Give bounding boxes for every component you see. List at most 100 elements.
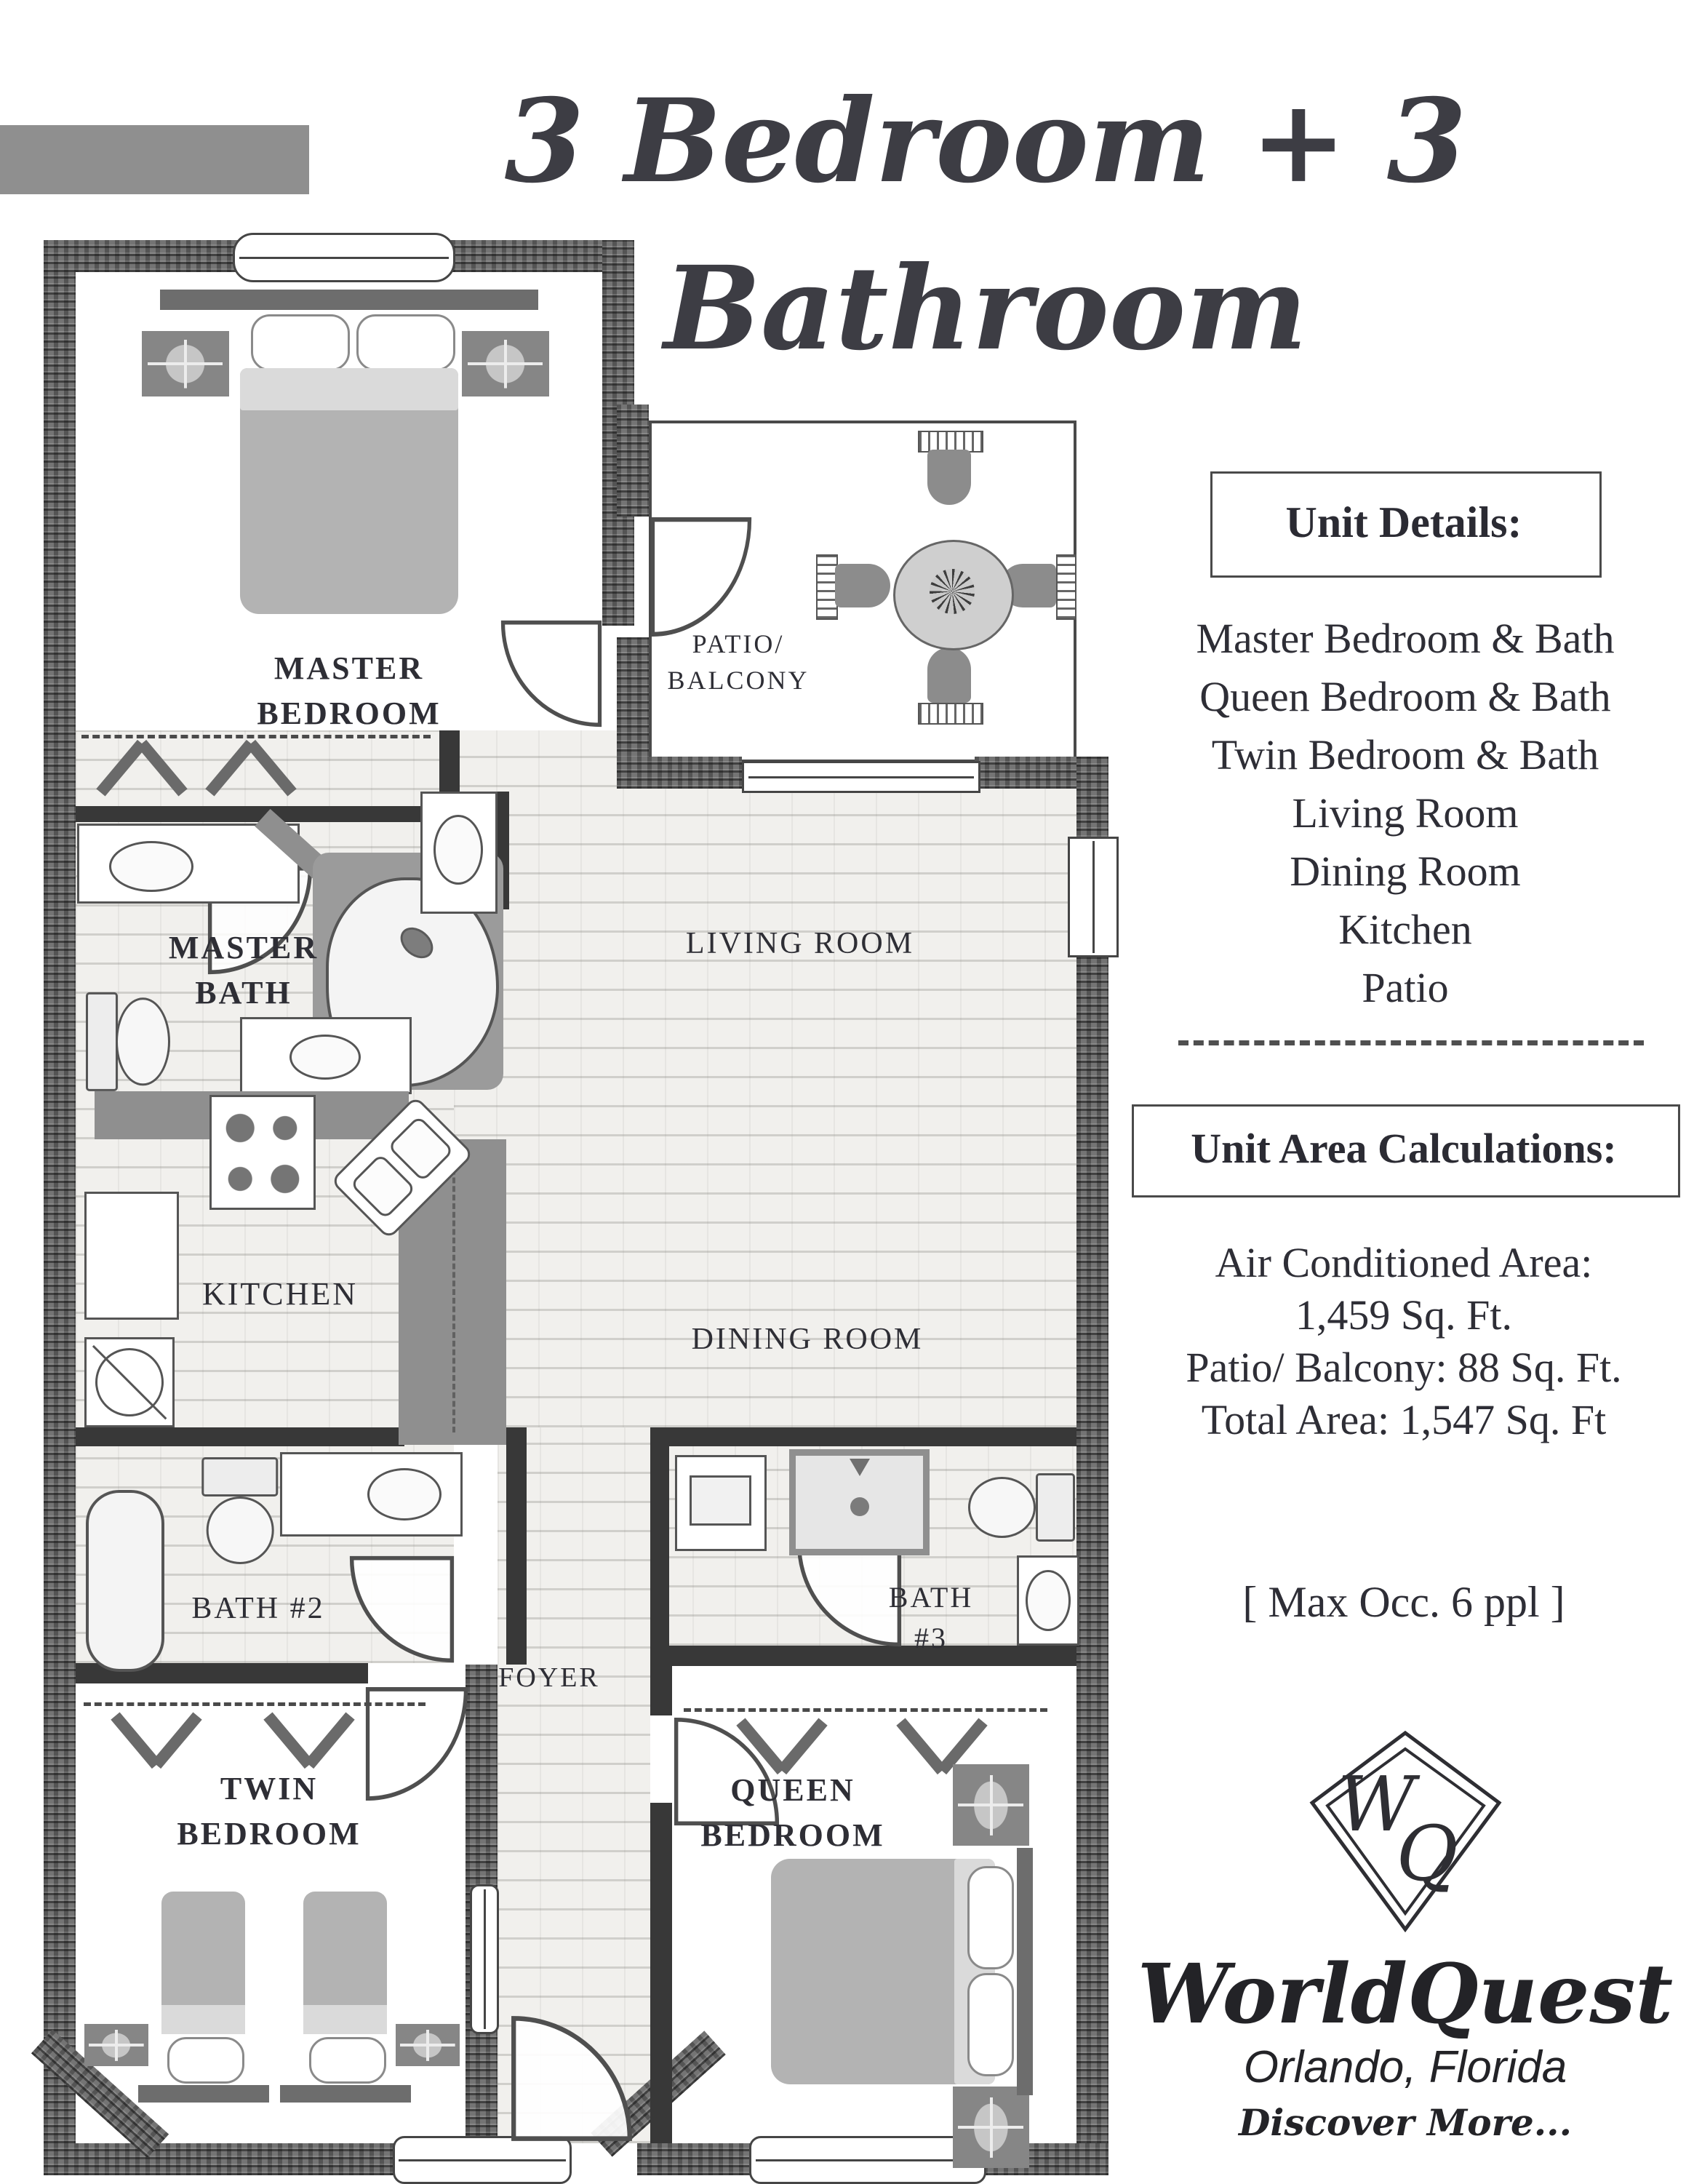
door-queen-bedroom bbox=[674, 1717, 780, 1826]
twin-bed-2-board bbox=[280, 2085, 411, 2103]
occupancy-note: [ Max Occ. 6 ppl ] bbox=[1242, 1578, 1565, 1626]
unit-details-item: Queen Bedroom & Bath bbox=[1199, 673, 1611, 720]
logo-location: Orlando, Florida bbox=[1243, 2042, 1567, 2092]
queen-closet-rail bbox=[684, 1708, 1047, 1712]
window-master-top bbox=[233, 233, 455, 282]
door-bath2 bbox=[349, 1555, 455, 1663]
unit-area-lines: Air Conditioned Area: 1,459 Sq. Ft. Pati… bbox=[1126, 1237, 1682, 1446]
label-line: BATH bbox=[888, 1581, 974, 1614]
label-dining-room: DINING ROOM bbox=[662, 1318, 953, 1361]
unit-area-line: 1,459 Sq. Ft. bbox=[1295, 1291, 1513, 1339]
queen-nightstand-bottom bbox=[953, 2087, 1029, 2168]
kitchen-washer bbox=[84, 1337, 175, 1427]
queen-pillow-bottom bbox=[967, 1973, 1014, 2076]
bath2-tub bbox=[86, 1490, 164, 1672]
door-foyer-entry bbox=[511, 2016, 632, 2141]
floor-living-dining bbox=[454, 730, 1076, 1427]
master-bath-sink2 bbox=[289, 1035, 361, 1080]
label-line: TWIN bbox=[220, 1771, 319, 1806]
unit-details-list: Master Bedroom & Bath Queen Bedroom & Ba… bbox=[1135, 610, 1676, 1017]
label-patio-balcony: PATIO/ BALCONY bbox=[655, 626, 822, 699]
closet-chevron bbox=[109, 744, 175, 802]
label-living-room: LIVING ROOM bbox=[655, 922, 946, 965]
closet-chevron bbox=[909, 1713, 975, 1771]
bath3-sink bbox=[1026, 1570, 1071, 1631]
door-twin-bedroom bbox=[365, 1686, 468, 1801]
wall-queen-left-stub bbox=[650, 1666, 672, 1715]
label-bath2: BATH #2 bbox=[145, 1587, 371, 1630]
logo-name: WorldQuest bbox=[1137, 1947, 1674, 2042]
patio-table-centerpiece bbox=[930, 569, 975, 614]
divider-dashed bbox=[1178, 1040, 1644, 1045]
patio-chair-north bbox=[927, 450, 971, 505]
wall-patio-bottom-left bbox=[617, 757, 742, 789]
closet-chevron bbox=[124, 1707, 189, 1765]
unit-area-line: Total Area: 1,547 Sq. Ft bbox=[1201, 1396, 1607, 1443]
unit-details-heading: Unit Details: bbox=[1285, 498, 1522, 546]
master-pillow-right bbox=[356, 314, 455, 371]
label-line: BALCONY bbox=[667, 666, 810, 696]
label-line: #3 bbox=[914, 1622, 948, 1654]
label-line: PATIO/ bbox=[692, 629, 785, 658]
label-bath3: BATH #3 bbox=[858, 1577, 1004, 1659]
label-foyer: FOYER bbox=[473, 1659, 626, 1697]
label-queen-bedroom: QUEEN BEDROOM bbox=[640, 1768, 946, 1857]
label-kitchen: KITCHEN bbox=[167, 1272, 393, 1317]
wall-kitchen-bath2 bbox=[76, 1427, 404, 1446]
unit-details-item: Master Bedroom & Bath bbox=[1196, 615, 1615, 662]
label-line: LIVING ROOM bbox=[685, 927, 915, 960]
queen-nightstand-top bbox=[953, 1764, 1029, 1846]
twin-bed-1-board bbox=[138, 2085, 269, 2103]
unit-details-item: Twin Bedroom & Bath bbox=[1211, 731, 1599, 778]
master-bath-sink bbox=[109, 841, 193, 892]
wall-bath3-bottom bbox=[650, 1646, 1076, 1666]
unit-details-box bbox=[1210, 471, 1602, 578]
label-line: BATH #2 bbox=[191, 1592, 325, 1625]
label-line: BEDROOM bbox=[177, 1815, 361, 1852]
label-master-bath: MASTER BATH bbox=[116, 925, 371, 1015]
unit-details-item: Living Room bbox=[1292, 789, 1519, 837]
kitchen-stove bbox=[209, 1095, 316, 1210]
window-twin-bottom bbox=[393, 2136, 572, 2184]
twin-bed-1-pillow bbox=[167, 2037, 244, 2084]
label-line: QUEEN bbox=[730, 1772, 855, 1808]
logo-tagline: Discover More... bbox=[1239, 2101, 1572, 2144]
twin-closet-rail bbox=[84, 1702, 426, 1706]
patio-chair-south bbox=[927, 647, 971, 703]
bath2-sink bbox=[367, 1468, 442, 1521]
bath3-washer-dryer bbox=[675, 1455, 767, 1551]
wall-patio-bottom-right bbox=[975, 757, 1076, 789]
master-nightstand-right bbox=[462, 331, 549, 396]
diamond-inner bbox=[1325, 1747, 1486, 1916]
closet-chevron bbox=[218, 744, 284, 802]
hall-vanity bbox=[420, 792, 498, 914]
wall-foyer-left-upper bbox=[506, 1427, 527, 1665]
bath3-shower bbox=[789, 1449, 930, 1555]
label-line: BEDROOM bbox=[257, 695, 442, 731]
window-living-right bbox=[1068, 837, 1119, 957]
unit-area-box bbox=[1132, 1104, 1680, 1197]
bath2-toilet bbox=[199, 1457, 281, 1566]
unit-details-item: Patio bbox=[1362, 964, 1449, 1011]
diamond-outer bbox=[1309, 1730, 1502, 1932]
unit-area-heading: Unit Area Calculations: bbox=[1191, 1125, 1617, 1172]
twin-nightstand-left bbox=[84, 2024, 148, 2066]
queen-headboard bbox=[1017, 1848, 1033, 2095]
twin-bed-2-pillow bbox=[309, 2037, 386, 2084]
label-line: KITCHEN bbox=[201, 1276, 359, 1312]
window-sliding-patio bbox=[742, 761, 980, 793]
unit-details-item: Kitchen bbox=[1338, 906, 1472, 953]
patio-chair-south-back bbox=[918, 703, 983, 725]
master-nightstand-left bbox=[142, 331, 229, 396]
label-line: MASTER bbox=[168, 930, 319, 965]
closet-chevron bbox=[276, 1707, 342, 1765]
wall-queen-left-lower bbox=[650, 1803, 672, 2143]
twin-bed-1-fold bbox=[161, 2005, 245, 2034]
window-twin-right bbox=[470, 1884, 499, 2034]
monogram-q: Q bbox=[1396, 1809, 1458, 1898]
unit-area-line: Air Conditioned Area: bbox=[1215, 1239, 1593, 1286]
door-patio bbox=[650, 517, 752, 637]
label-line: FOYER bbox=[498, 1662, 600, 1693]
kitchen-fridge bbox=[84, 1192, 179, 1320]
